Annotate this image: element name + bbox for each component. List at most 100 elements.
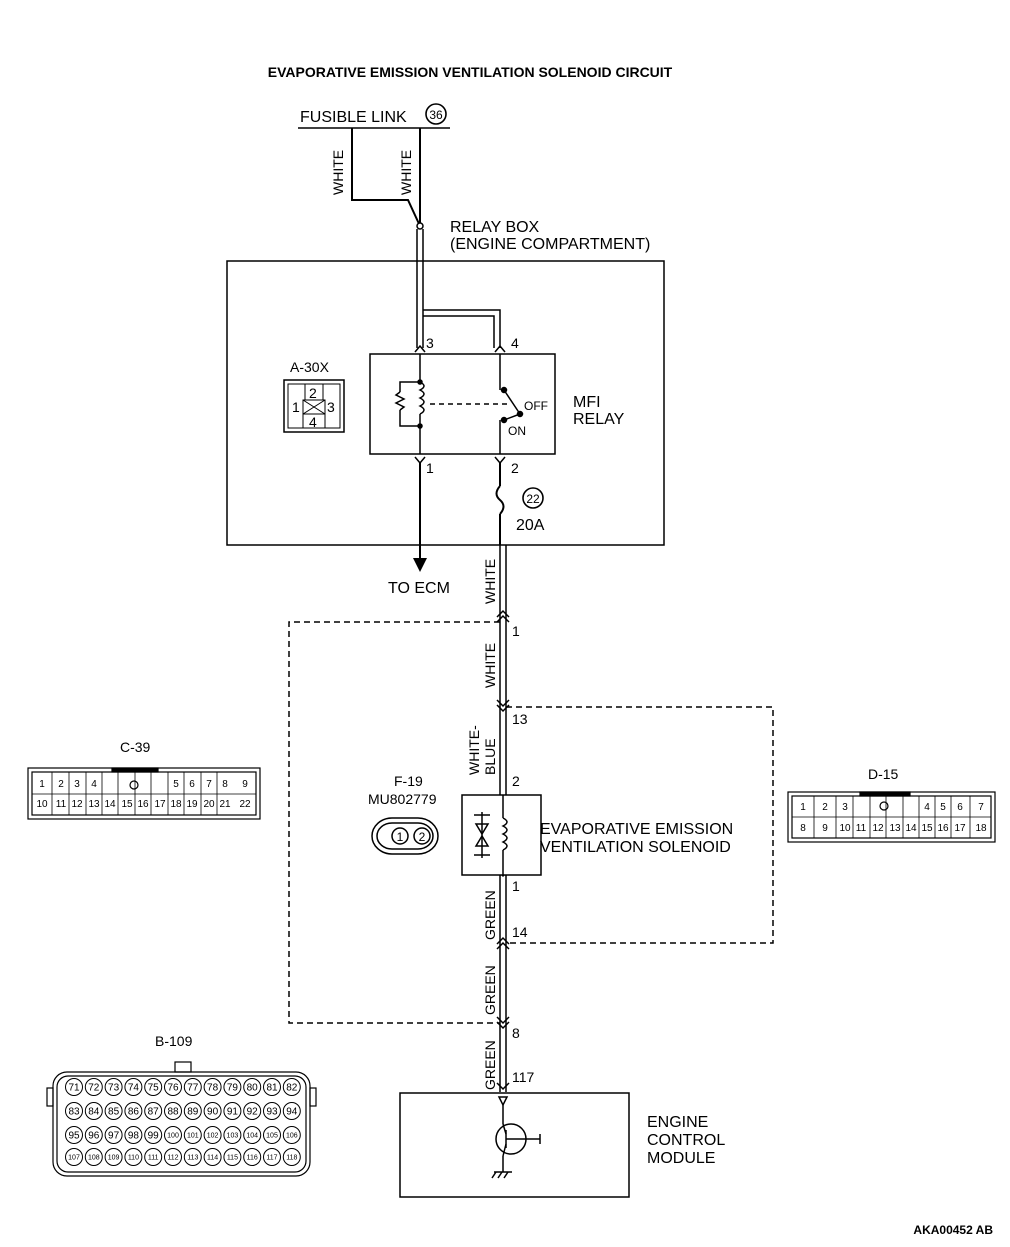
b109-pin-112: 112 <box>167 1155 178 1162</box>
f19-pin-2: 2 <box>419 830 426 844</box>
relay-pin-2: 2 <box>511 460 519 476</box>
solenoid-dashed-box <box>506 706 774 944</box>
a30x-pin-2: 2 <box>309 385 317 401</box>
d15-pin-1: 1 <box>800 802 806 813</box>
b109-pin-85: 85 <box>108 1107 120 1118</box>
relay-pin-4: 4 <box>511 335 519 351</box>
b109-pin-115: 115 <box>227 1155 238 1162</box>
b109-pin-89: 89 <box>187 1107 199 1118</box>
b109-pin-93: 93 <box>266 1107 278 1118</box>
b109-pin-75: 75 <box>148 1083 160 1094</box>
b109-pin-77: 77 <box>187 1083 199 1094</box>
d15-pin-17: 17 <box>954 823 966 834</box>
b109-pin-98: 98 <box>128 1131 140 1142</box>
fuse-symbol <box>495 463 505 545</box>
b109-pin-circle <box>263 1126 281 1144</box>
b109-pin-circle <box>164 1102 182 1120</box>
b109-pin-circle <box>124 1078 143 1096</box>
wire-label-white-left: WHITE <box>330 150 346 195</box>
relay-box-outline <box>226 260 665 546</box>
c39-pin-6: 6 <box>189 779 195 790</box>
c39-pin-2: 2 <box>58 779 64 790</box>
svg-text:22: 22 <box>526 492 540 506</box>
d15-pin-13: 13 <box>889 823 901 834</box>
b109-pin-circle <box>203 1126 222 1144</box>
to-ecm-label: TO ECM <box>388 580 450 597</box>
d15-pin-18: 18 <box>975 823 987 834</box>
to-ecm-arrow <box>413 558 427 572</box>
b109-pin-80: 80 <box>247 1083 259 1094</box>
d15-pin-8: 8 <box>800 823 806 834</box>
b109-pin-91: 91 <box>227 1107 239 1118</box>
b109-pin-113: 113 <box>187 1155 198 1162</box>
d15-pin-5: 5 <box>940 802 946 813</box>
mfi-relay-label-2: RELAY <box>573 411 625 428</box>
junction-pin-8: 8 <box>512 1025 520 1041</box>
b109-pin-107: 107 <box>68 1155 80 1162</box>
f19-part-number: MU802779 <box>368 791 437 807</box>
splice-point <box>416 222 424 230</box>
b109-pin-circle <box>243 1102 262 1120</box>
d15-pin-3: 3 <box>842 802 848 813</box>
f19-pin-1: 1 <box>397 830 404 844</box>
solenoid-pin-2: 2 <box>512 773 520 789</box>
b109-pin-circle <box>164 1126 182 1144</box>
b109-pin-108: 108 <box>88 1155 100 1162</box>
b109-pin-circle <box>223 1126 242 1144</box>
b109-pin-circle <box>124 1126 143 1144</box>
b109-pin-101: 101 <box>187 1133 199 1140</box>
c39-pin-10: 10 <box>36 799 48 810</box>
fuse-rating: 20A <box>516 517 545 534</box>
b109-pin-circle <box>243 1148 262 1166</box>
wire-label-white-1: WHITE <box>482 559 498 604</box>
c39-pin-16: 16 <box>137 799 149 810</box>
b109-pin-circle <box>203 1102 222 1120</box>
b109-pin-81: 81 <box>266 1083 278 1094</box>
d15-pin-10: 10 <box>839 823 851 834</box>
b109-pin-circle <box>65 1148 83 1166</box>
a30x-connector-face <box>283 379 345 433</box>
b109-pin-circle <box>183 1126 202 1144</box>
b109-pin-84: 84 <box>88 1107 100 1118</box>
c39-pin-4: 4 <box>91 779 97 790</box>
b109-pin-circle <box>84 1148 103 1166</box>
f19-label: F-19 <box>394 773 423 789</box>
d15-pin-11: 11 <box>856 823 867 834</box>
b109-pin-circle <box>223 1078 242 1096</box>
b109-pin-circle <box>84 1126 103 1144</box>
solenoid-label-1: EVAPORATIVE EMISSION <box>540 821 733 838</box>
b109-pin-117: 117 <box>266 1155 277 1162</box>
b109-pin-circle <box>144 1102 163 1120</box>
b109-pin-114: 114 <box>207 1155 218 1162</box>
b109-pin-97: 97 <box>108 1131 120 1142</box>
wire-label-green-1: GREEN <box>482 890 498 940</box>
b109-pin-73: 73 <box>108 1083 120 1094</box>
b109-pin-circle <box>282 1102 301 1120</box>
b109-pin-circle <box>263 1078 281 1096</box>
c39-pin-15: 15 <box>121 799 133 810</box>
b109-pin-109: 109 <box>108 1155 120 1162</box>
b109-pin-circle <box>203 1148 222 1166</box>
b109-pin-circle <box>243 1078 262 1096</box>
ecm-label-2: CONTROL <box>647 1132 725 1149</box>
f19-connector-face <box>371 817 439 855</box>
d15-pin-6: 6 <box>957 802 963 813</box>
wire-label-white-blue-2: BLUE <box>482 738 498 775</box>
wire-label-white-right: WHITE <box>398 150 414 195</box>
relay-switch <box>499 354 524 454</box>
c39-pin-7: 7 <box>206 779 212 790</box>
relay-coil <box>394 354 510 454</box>
b109-pin-circle <box>104 1102 123 1120</box>
b109-pin-116: 116 <box>247 1155 258 1162</box>
wire-label-white-2: WHITE <box>482 643 498 688</box>
mfi-relay-label-1: MFI <box>573 394 601 411</box>
wire-label-green-3: GREEN <box>482 1040 498 1090</box>
b109-pin-circle <box>65 1078 83 1096</box>
figure-code: AKA00452 AB <box>913 1223 993 1237</box>
b109-pin-82: 82 <box>286 1083 298 1094</box>
b109-pin-104: 104 <box>246 1133 258 1140</box>
d15-label: D-15 <box>868 766 899 782</box>
b109-pin-circle <box>124 1148 143 1166</box>
